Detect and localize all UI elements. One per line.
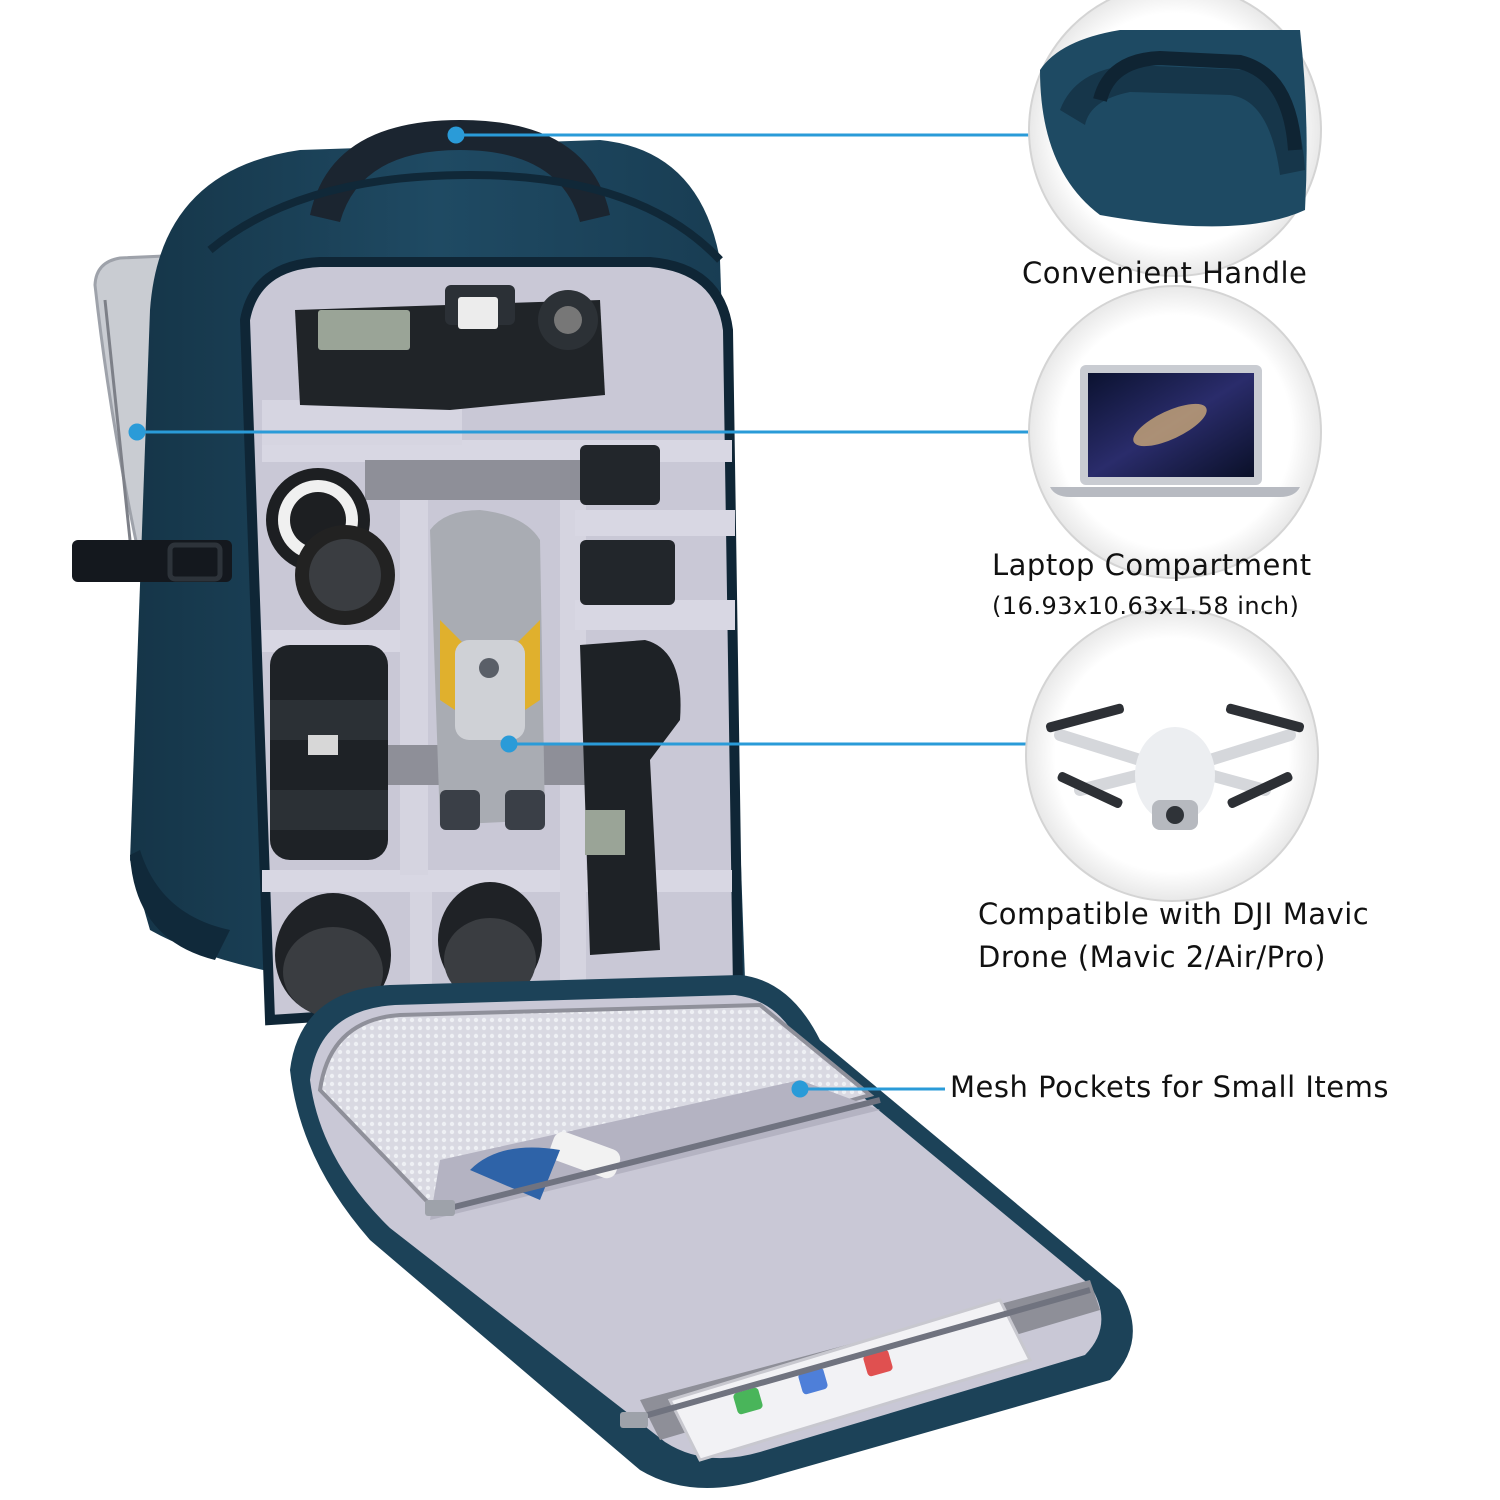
backpack [72,120,1133,1488]
speedlite-flash [580,640,681,955]
drone-label-line1: Compatible with DJI Mavic [978,897,1370,931]
folded-drone [430,510,545,830]
lens-caps [266,468,395,625]
laptop-dimensions: (16.93x10.63x1.58 inch) [992,592,1300,620]
handle-closeup [1028,0,1322,277]
side-strap [72,540,232,582]
top-handle [310,120,610,222]
zoom-lens [270,645,388,860]
drone-icon [1025,608,1319,902]
laptop-label: Laptop Compartment [992,548,1312,582]
handle-label: Convenient Handle [1022,256,1308,290]
camera-body [295,285,605,410]
drone-label-line2: Drone (Mavic 2/Air/Pro) [978,940,1326,974]
mesh-label: Mesh Pockets for Small Items [950,1070,1389,1104]
laptop-icon [1028,285,1322,579]
tablet [667,1298,1033,1462]
batteries [580,445,675,605]
callout-lines [128,126,1034,1098]
drone-label: Compatible with DJI Mavic Drone (Mavic 2… [978,893,1438,979]
